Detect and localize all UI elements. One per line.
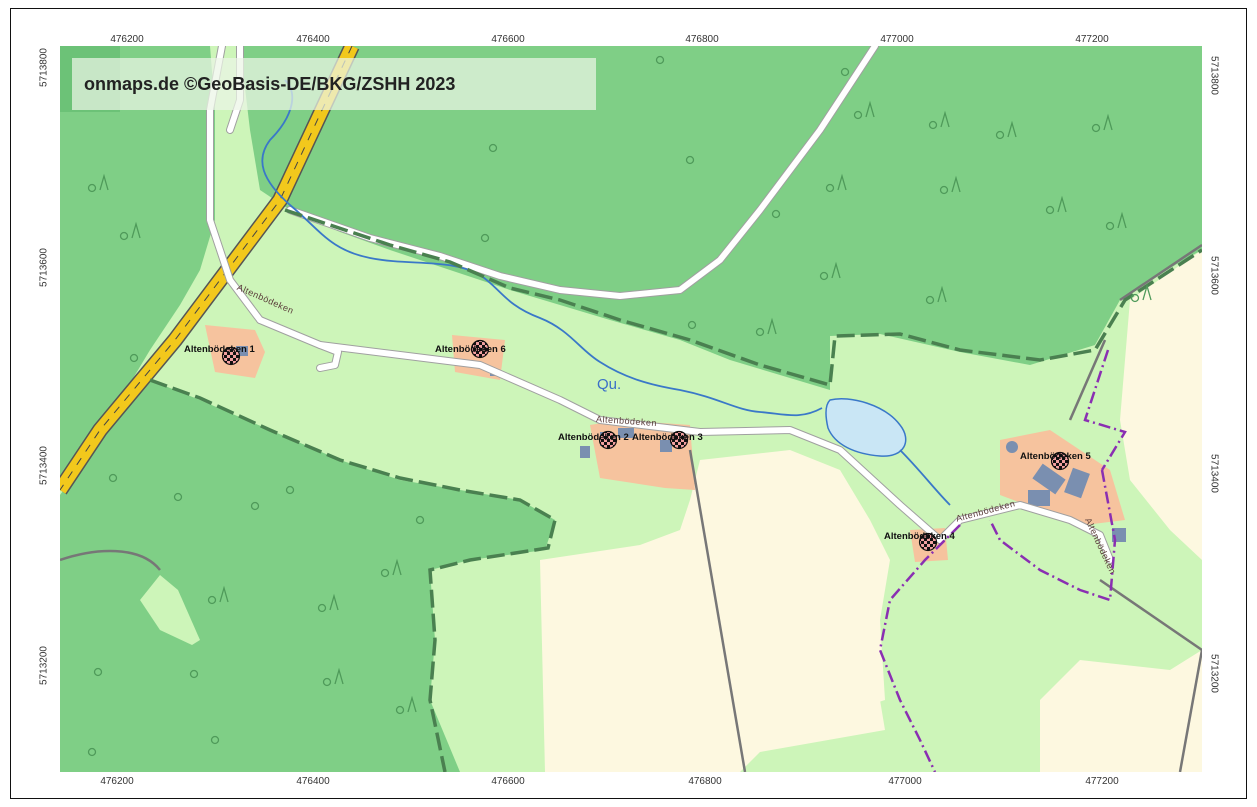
- x-tick-top: 476600: [491, 34, 525, 45]
- building: [1006, 441, 1018, 453]
- water-label: Qu.: [597, 376, 622, 393]
- x-tick-top: 477200: [1075, 34, 1109, 45]
- x-tick-top: 476800: [685, 34, 719, 45]
- tree-symbol-group: [87, 55, 1152, 757]
- tree-symbol: [939, 175, 961, 195]
- checkered-circle-icon[interactable]: [470, 339, 490, 359]
- building: [1028, 490, 1050, 506]
- stream: [261, 79, 951, 506]
- site-label-1: Altenbödeken 1: [184, 344, 255, 355]
- tree-symbol: [819, 261, 841, 281]
- tree-symbol: [771, 209, 781, 219]
- tree-symbol: [129, 353, 139, 363]
- y-tick-left: 5713200: [38, 646, 50, 685]
- checkered-circle-icon[interactable]: [669, 430, 689, 450]
- tree-symbol: [119, 221, 141, 241]
- x-tick-top: 476200: [110, 34, 144, 45]
- building: [1032, 463, 1066, 495]
- checkered-circle-icon[interactable]: [598, 430, 618, 450]
- forest-area: [240, 46, 1202, 390]
- tree-symbol: [655, 55, 665, 65]
- y-tick-right: 5713600: [1208, 256, 1220, 295]
- tree-symbol: [925, 285, 947, 305]
- field-area: [1040, 650, 1202, 772]
- field-area: [1120, 250, 1202, 560]
- tree-symbol: [840, 67, 850, 77]
- tree-symbol: [488, 143, 498, 153]
- tree-symbol: [322, 667, 344, 687]
- checkered-circle-icon[interactable]: [1050, 451, 1070, 471]
- tree-symbol: [207, 585, 229, 605]
- tree-symbol: [317, 593, 339, 613]
- y-tick-left: 5713400: [38, 446, 50, 485]
- x-tick-bottom: 476200: [100, 776, 134, 787]
- site-label-3: Altenbödeken 3: [632, 432, 703, 443]
- tree-symbol: [87, 747, 97, 757]
- tree-symbol: [395, 695, 417, 715]
- x-tick-bottom: 477000: [888, 776, 922, 787]
- y-tick-left: 5713800: [38, 48, 50, 87]
- building: [618, 428, 634, 438]
- tree-symbol: [995, 120, 1017, 140]
- tree-symbol: [108, 473, 118, 483]
- map-drawing: [60, 46, 1202, 772]
- building: [660, 440, 672, 452]
- pond: [825, 398, 907, 457]
- tree-symbol: [685, 155, 695, 165]
- x-tick-top: 477000: [880, 34, 914, 45]
- tree-symbol: [250, 501, 260, 511]
- field-area: [700, 450, 890, 740]
- map-canvas[interactable]: Altenbödeken Altenbödeken Altenbödeken A…: [60, 46, 1202, 772]
- tree-symbol: [755, 317, 777, 337]
- main-road-dash: [60, 46, 353, 491]
- tree-symbol: [853, 100, 875, 120]
- attribution-text: onmaps.de ©GeoBasis-DE/BKG/ZSHH 2023: [84, 74, 456, 94]
- track: [60, 243, 1202, 772]
- x-tick-bottom: 476800: [688, 776, 722, 787]
- tree-symbol: [93, 667, 103, 677]
- y-tick-right: 5713400: [1208, 454, 1220, 493]
- tree-symbol: [210, 735, 220, 745]
- tree-symbol: [173, 492, 183, 502]
- building: [580, 446, 590, 458]
- forest-area: [60, 46, 215, 490]
- tree-symbol: [928, 110, 950, 130]
- tree-symbol: [87, 173, 109, 193]
- meadow-patch: [140, 575, 200, 645]
- boundary-dashdot: [878, 349, 1127, 772]
- tree-symbol: [415, 515, 425, 525]
- tree-symbol: [1091, 113, 1113, 133]
- building: [236, 346, 248, 356]
- checkered-circle-icon[interactable]: [221, 346, 241, 366]
- site-label-4: Altenbödeken 4: [884, 531, 955, 542]
- y-tick-right: 5713200: [1208, 654, 1220, 693]
- tree-symbol: [1105, 211, 1127, 231]
- tree-symbol: [380, 558, 402, 578]
- x-tick-bottom: 477200: [1085, 776, 1119, 787]
- checkered-circle-icon[interactable]: [918, 532, 938, 552]
- tree-symbol: [1130, 283, 1152, 303]
- x-tick-top: 476400: [296, 34, 330, 45]
- tree-symbol: [825, 173, 847, 193]
- tree-symbol: [189, 669, 199, 679]
- y-tick-right: 5713800: [1208, 56, 1220, 95]
- site-label-5: Altenbödeken 5: [1020, 451, 1091, 462]
- boundary-dashed: [149, 208, 1202, 772]
- y-tick-left: 5713600: [38, 248, 50, 287]
- building: [1064, 467, 1090, 499]
- tree-symbol: [285, 485, 295, 495]
- attribution-box: onmaps.de ©GeoBasis-DE/BKG/ZSHH 2023: [72, 58, 596, 110]
- tree-symbol: [480, 233, 490, 243]
- x-tick-bottom: 476600: [491, 776, 525, 787]
- x-tick-bottom: 476400: [296, 776, 330, 787]
- tree-symbol: [1045, 195, 1067, 215]
- site-label-6: Altenbödeken 6: [435, 344, 506, 355]
- site-label-2: Altenbödeken 2: [558, 432, 629, 443]
- tree-symbol: [687, 320, 697, 330]
